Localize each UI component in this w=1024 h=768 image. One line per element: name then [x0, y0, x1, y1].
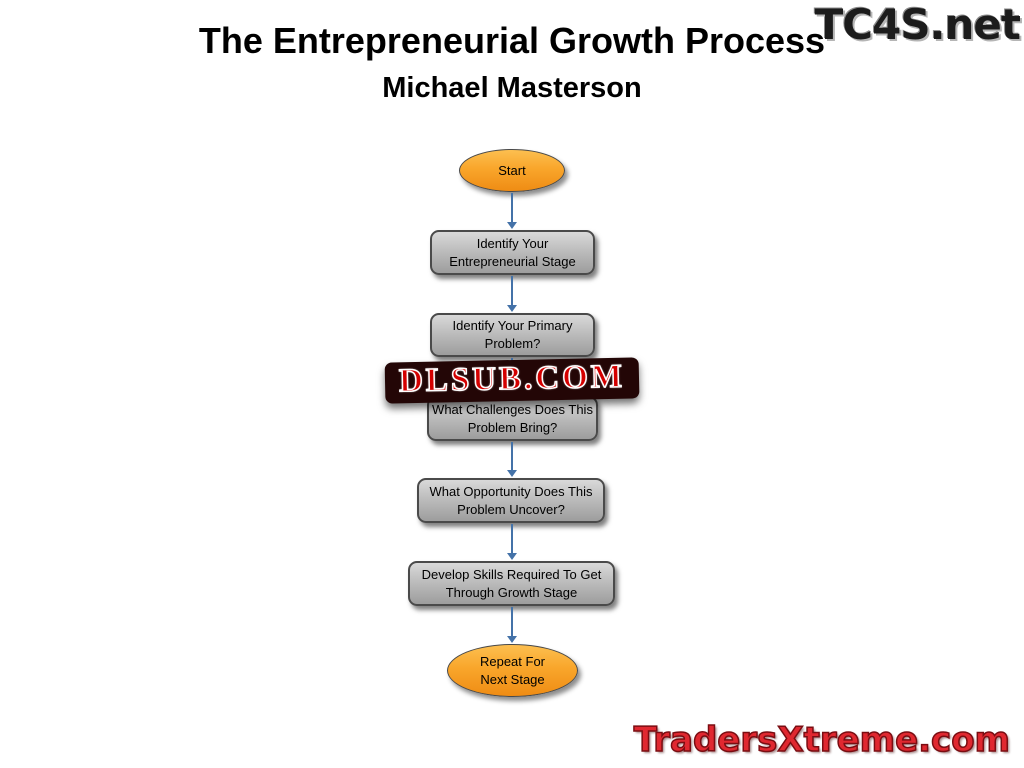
flow-node-develop-skills: Develop Skills Required To Get Through G… [408, 561, 615, 606]
arrow-line [511, 524, 513, 553]
flow-arrow [507, 193, 517, 229]
watermark-tc4s: TC4S.net [814, 0, 1021, 49]
flow-arrow [507, 442, 517, 477]
flow-node-repeat: Repeat For Next Stage [447, 644, 578, 697]
flow-node-label: What Challenges Does This Problem Bring? [432, 401, 593, 435]
page-title: The Entrepreneurial Growth Process [198, 20, 826, 61]
watermark-dlsub-text: DLSUB.COM [398, 358, 626, 400]
flow-node-challenges: What Challenges Does This Problem Bring? [427, 396, 598, 441]
arrow-line [511, 607, 513, 636]
flow-arrow [507, 276, 517, 312]
flow-node-opportunity: What Opportunity Does This Problem Uncov… [417, 478, 605, 523]
flow-node-label: Develop Skills Required To Get Through G… [421, 566, 602, 600]
watermark-dlsub: DLSUB.COM [384, 357, 640, 404]
flow-arrow [507, 607, 517, 643]
watermark-tradersxtreme: TradersXtreme.com [633, 719, 1011, 761]
flow-node-label: Repeat For Next Stage [479, 653, 546, 687]
flow-node-identify-stage: Identify Your Entrepreneurial Stage [430, 230, 595, 275]
arrow-head-icon [507, 636, 517, 643]
flow-node-label: Identify Your Entrepreneurial Stage [449, 235, 576, 269]
arrow-head-icon [507, 470, 517, 477]
flow-arrow [507, 524, 517, 560]
arrow-head-icon [507, 553, 517, 560]
flow-node-label: Start [498, 162, 526, 178]
flow-node-identify-problem: Identify Your Primary Problem? [430, 313, 595, 357]
arrow-line [511, 193, 513, 222]
flow-node-start: Start [459, 149, 565, 192]
arrow-line [511, 442, 513, 470]
page-subtitle: Michael Masterson [382, 72, 642, 104]
arrow-head-icon [507, 305, 517, 312]
flow-node-label: What Opportunity Does This Problem Uncov… [429, 483, 593, 517]
arrow-head-icon [507, 222, 517, 229]
flow-node-label: Identify Your Primary Problem? [452, 318, 573, 351]
arrow-line [511, 276, 513, 305]
